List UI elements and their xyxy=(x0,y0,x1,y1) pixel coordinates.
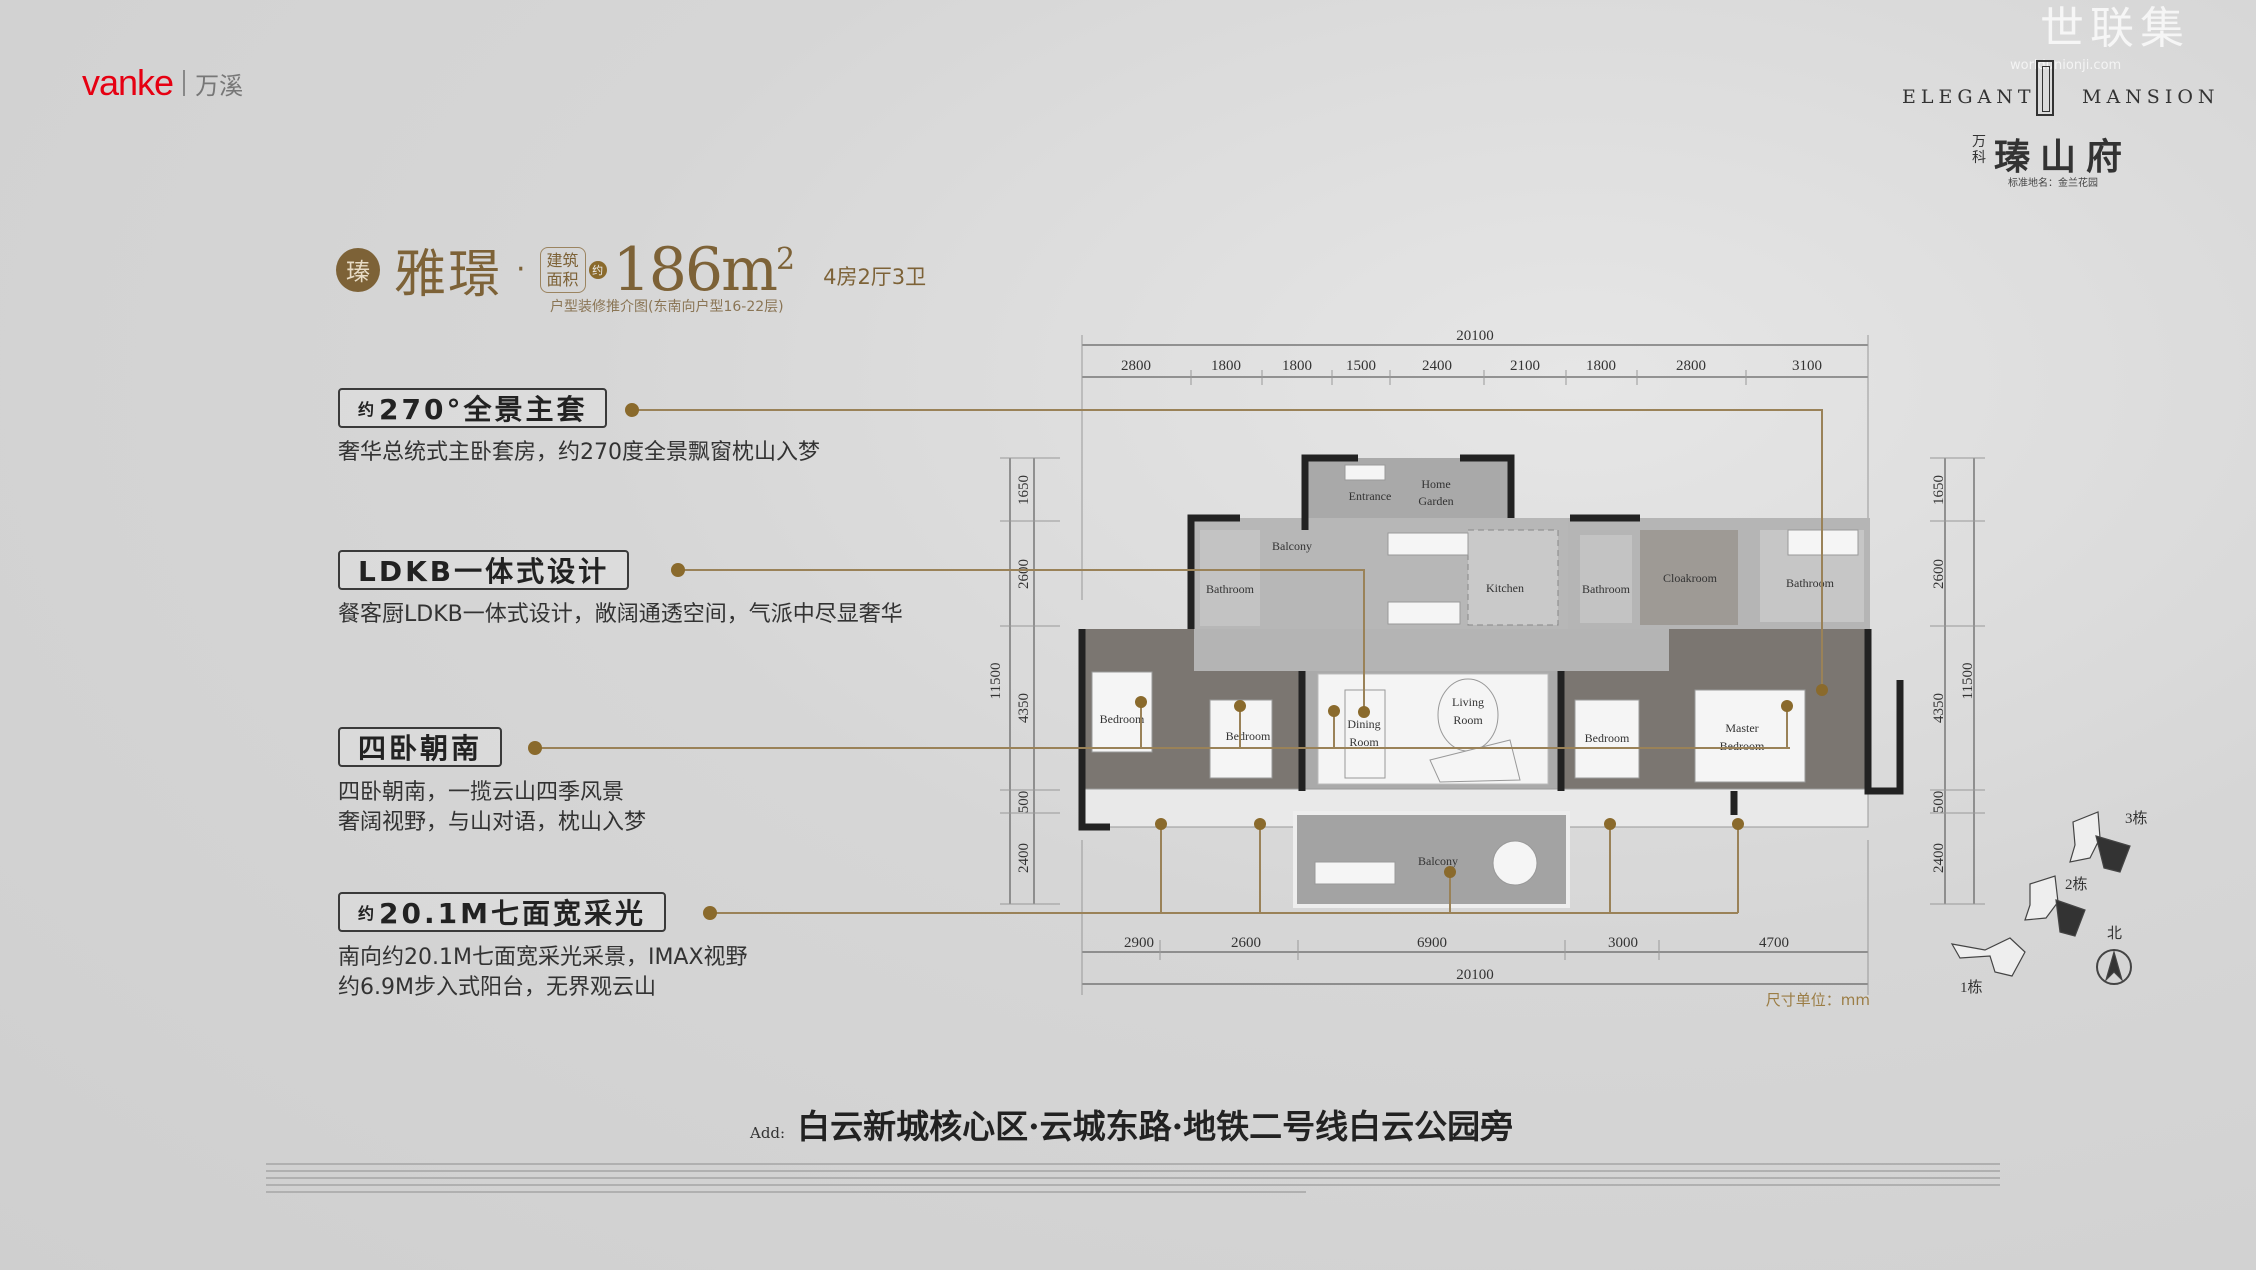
watermark: 世联集 xyxy=(2040,3,2190,54)
building-1-label: 1栋 xyxy=(1960,978,1983,996)
room-label: Balcony xyxy=(1418,854,1458,868)
logo-divider xyxy=(183,70,186,96)
room-label: Bathroom xyxy=(1206,582,1255,596)
address-value: 白云新城核心区·云城东路·地铁二号线白云公园旁 xyxy=(797,1107,1514,1146)
vanke-logo: vanke 万溪 xyxy=(82,62,243,104)
seal-icon: 瑧 xyxy=(336,247,380,292)
project-name: 瑧山府 xyxy=(1994,136,2133,178)
unit-subtitle: 户型装修推介图(东南向户型16-22层) xyxy=(550,299,784,315)
room-label: Bedroom xyxy=(1585,731,1630,745)
dimension-lines xyxy=(1000,335,1985,995)
dim-top: 3100 xyxy=(1792,358,1822,374)
dim-top-total: 20100 xyxy=(1456,328,1494,344)
room-label: Bathroom xyxy=(1582,582,1631,596)
callout-lines xyxy=(535,409,1823,914)
feature-title-2: LDKB一体式设计 xyxy=(338,550,630,590)
standard-name: 标准地名：金兰花园 xyxy=(2008,178,2098,189)
project-en-right: MANSION xyxy=(2082,86,2220,108)
plan-body xyxy=(1078,454,1904,908)
separator: · xyxy=(516,252,526,287)
dim-bottom: 2900 xyxy=(1124,935,1154,951)
feature-desc-1: 奢华总统式主卧套房，约270度全景飘窗枕山入梦 xyxy=(338,440,820,465)
dim-side-right: 500 xyxy=(1931,791,1947,814)
address: Add: 白云新城核心区·云城东路·地铁二号线白云公园旁 xyxy=(750,1100,1513,1148)
project-en-left: ELEGANT xyxy=(1902,86,2036,108)
room-label: Dining xyxy=(1347,717,1380,731)
room-label: Kitchen xyxy=(1486,581,1524,595)
room-label: Bedroom xyxy=(1226,729,1271,743)
dim-top: 2800 xyxy=(1121,358,1151,374)
room-label: Home xyxy=(1421,477,1450,491)
dim-top: 1500 xyxy=(1346,358,1376,374)
area-label: 建筑面积 xyxy=(539,246,586,293)
room-label: Bathroom xyxy=(1786,576,1835,590)
dim-side-right: 2600 xyxy=(1931,559,1947,589)
feature-desc-3: 四卧朝南，一揽云山四季风景奢阔视野，与山对语，枕山入梦 xyxy=(338,780,647,835)
feature-desc-2: 餐客厨LDKB一体式设计，敞阔通透空间，气派中尽显奢华 xyxy=(338,602,903,627)
area-value: 186m2 xyxy=(612,234,796,305)
brand-name: vanke xyxy=(82,62,174,103)
room-label: Living xyxy=(1452,695,1484,709)
dim-side-left: 500 xyxy=(1016,791,1032,814)
dim-top: 2400 xyxy=(1422,358,1452,374)
dim-bottom: 4700 xyxy=(1759,935,1789,951)
feature-title-3: 四卧朝南 xyxy=(338,727,503,767)
address-label: Add: xyxy=(750,1124,786,1142)
dim-bottom: 3000 xyxy=(1608,935,1638,951)
room-label: Balcony xyxy=(1272,539,1312,553)
callout-dots xyxy=(528,403,1828,920)
unit-title: 瑧 雅璟 · 建筑面积 约 186m2 4房2厅3卫 xyxy=(336,232,926,307)
room-label: Cloakroom xyxy=(1663,571,1718,585)
dim-side-left: 4350 xyxy=(1016,693,1032,723)
dim-top: 1800 xyxy=(1586,358,1616,374)
project-prefix: 万科 xyxy=(1972,134,1986,166)
dim-top: 1800 xyxy=(1211,358,1241,374)
unit-layout: 4房2厅3卫 xyxy=(823,264,927,289)
dim-side-right: 1650 xyxy=(1931,475,1947,505)
dimension-labels: 20100 2800 1800 1800 1500 2400 2100 1800 2800 31… xyxy=(988,328,1976,983)
room-label: Entrance xyxy=(1349,489,1392,503)
room-label: Room xyxy=(1349,735,1379,749)
brand-cn: 万溪 xyxy=(195,71,244,100)
dim-bottom: 6900 xyxy=(1417,935,1447,951)
unit-note: 尺寸单位：mm xyxy=(1766,991,1870,1009)
building-3-label: 3栋 xyxy=(2125,809,2148,827)
dim-bottom-total: 20100 xyxy=(1456,967,1494,983)
project-logo-icon xyxy=(2036,60,2054,116)
room-label: Bedroom xyxy=(1100,712,1145,726)
room-label: Garden xyxy=(1418,494,1453,508)
building-2-label: 2栋 xyxy=(2065,875,2088,893)
dim-side-left: 1650 xyxy=(1016,475,1032,505)
dim-side-total: 11500 xyxy=(988,663,1004,700)
dim-top: 1800 xyxy=(1282,358,1312,374)
feature-desc-4: 南向约20.1M七面宽采光采景，IMAX视野约6.9M步入式阳台，无界观云山 xyxy=(338,945,748,1000)
north-label: 北 xyxy=(2107,925,2122,942)
dim-side-total-right: 11500 xyxy=(1960,663,1976,700)
dim-bottom: 2600 xyxy=(1231,935,1261,951)
unit-name: 雅璟 xyxy=(394,245,503,305)
room-label: Bedroom xyxy=(1720,739,1765,753)
approx-badge: 约 xyxy=(588,260,607,279)
dim-side-left: 2600 xyxy=(1016,559,1032,589)
site-plan xyxy=(1950,811,2132,985)
room-label: Room xyxy=(1453,713,1483,727)
room-label: Master xyxy=(1725,721,1758,735)
dim-top: 2100 xyxy=(1510,358,1540,374)
disclaimer-fine-print xyxy=(266,1163,2000,1198)
dim-side-left: 2400 xyxy=(1016,843,1032,873)
dim-top: 2800 xyxy=(1676,358,1706,374)
dim-side-right: 2400 xyxy=(1931,843,1947,873)
dim-side-right: 4350 xyxy=(1931,693,1947,723)
